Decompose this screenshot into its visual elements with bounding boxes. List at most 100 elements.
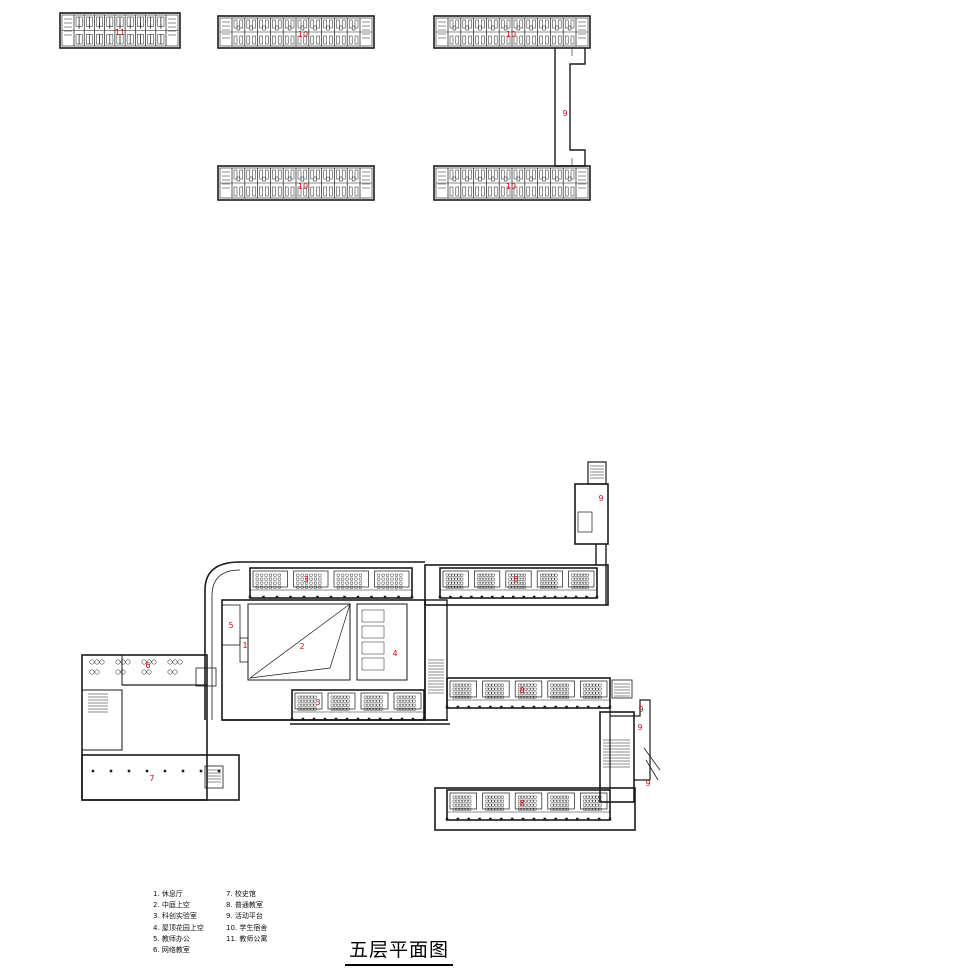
desk [592, 795, 596, 799]
round-table [167, 659, 173, 665]
column [489, 817, 492, 821]
desk [523, 577, 526, 581]
desk [583, 695, 587, 699]
desk [394, 573, 398, 577]
room-number-label: 9 [598, 494, 603, 503]
desk [376, 707, 380, 711]
desk [448, 585, 452, 589]
desk [595, 807, 599, 811]
desk [559, 795, 563, 799]
desk [452, 695, 456, 699]
desk [379, 707, 383, 711]
bed [329, 35, 333, 45]
column [512, 595, 515, 599]
desk [363, 707, 367, 711]
column [553, 595, 557, 599]
desk [527, 795, 531, 799]
bathroom [236, 25, 241, 31]
round-table [115, 669, 121, 675]
desk [520, 577, 524, 581]
legend-item: 5. 教师办公 [153, 934, 190, 943]
desk [585, 573, 589, 577]
desk [264, 573, 268, 577]
desk [313, 573, 317, 577]
desk [583, 573, 586, 577]
desk [566, 803, 569, 807]
desk [488, 683, 492, 687]
desk [376, 699, 380, 703]
column [500, 705, 503, 709]
desk [527, 691, 531, 695]
desk [559, 695, 563, 699]
desk [377, 585, 381, 589]
desk [345, 581, 349, 585]
desk [577, 573, 581, 577]
desk [452, 683, 456, 687]
desk [340, 699, 344, 703]
desk [517, 581, 521, 585]
round-table [167, 669, 173, 675]
bathroom [478, 176, 482, 182]
desk [508, 581, 512, 585]
desk [350, 585, 353, 589]
desk [533, 807, 537, 811]
desk [350, 577, 353, 581]
room-number-label: 1 [242, 641, 247, 650]
bed [506, 186, 511, 197]
round-table [115, 659, 121, 665]
desk [300, 703, 304, 707]
desk [566, 687, 569, 691]
bed [336, 186, 340, 197]
desk [300, 573, 304, 577]
bathroom [287, 25, 292, 31]
bed [252, 169, 256, 180]
bed [552, 169, 556, 180]
desk [300, 581, 304, 585]
bed [570, 186, 575, 197]
round-table [89, 659, 95, 665]
desk [577, 585, 581, 589]
desk [341, 573, 345, 577]
bed [252, 186, 256, 197]
desk [521, 803, 524, 807]
desk [595, 687, 599, 691]
desk [452, 799, 456, 803]
desk [340, 695, 344, 699]
classroom [514, 680, 543, 698]
column [478, 817, 481, 821]
desk [559, 803, 563, 807]
room-number-label: 3 [303, 575, 308, 584]
desk [296, 585, 300, 589]
bed [348, 169, 353, 180]
desk [390, 581, 394, 585]
desk [465, 803, 469, 807]
desk [518, 695, 521, 699]
desk [533, 795, 537, 799]
bathroom [236, 176, 241, 182]
desk [313, 699, 317, 703]
room-number-label: 8 [513, 575, 518, 584]
bed [75, 16, 80, 27]
round-table [141, 659, 147, 665]
desk [488, 585, 492, 589]
bed [137, 34, 141, 45]
bed [462, 169, 467, 180]
desk [390, 577, 394, 581]
desk [494, 695, 498, 699]
activity-platform-top [554, 48, 586, 167]
desk [556, 695, 560, 699]
desk [527, 803, 531, 807]
bed [272, 35, 276, 45]
room-number-label: 11 [115, 28, 125, 37]
desk [485, 799, 489, 803]
desk [313, 695, 317, 699]
desk [358, 573, 362, 577]
bed [277, 169, 282, 180]
bed [545, 35, 549, 45]
desk [524, 795, 528, 799]
desk [521, 695, 524, 699]
desk [592, 807, 596, 811]
legend-item: 8. 普通教室 [226, 901, 263, 910]
bed [557, 169, 562, 180]
column [467, 817, 470, 821]
